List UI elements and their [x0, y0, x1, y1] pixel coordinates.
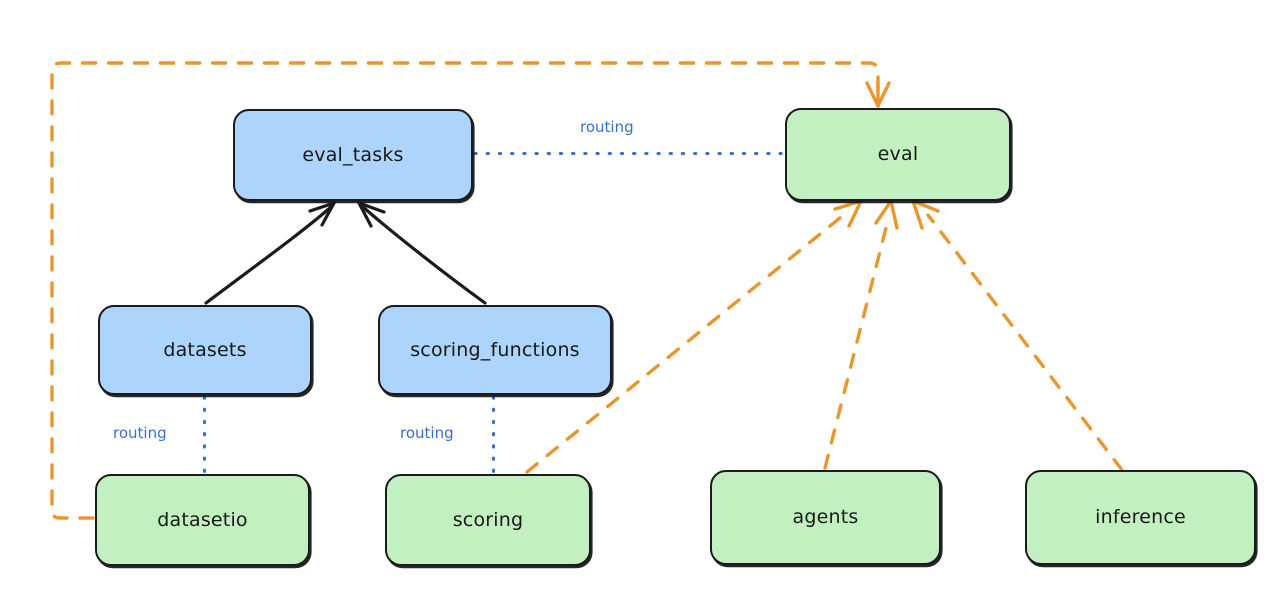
edge-label-routing-datasets-datasetio: routing [113, 424, 167, 442]
node-label: scoring_functions [410, 338, 580, 361]
node-label: agents [792, 506, 859, 528]
node-scoring[interactable]: scoring [385, 474, 591, 566]
node-inference[interactable]: inference [1025, 470, 1256, 565]
node-label: datasetio [157, 508, 248, 531]
node-agents[interactable]: agents [710, 470, 941, 565]
node-eval[interactable]: eval [785, 108, 1011, 201]
edge-scoring-functions-to-eval-tasks [357, 201, 487, 305]
node-eval-tasks[interactable]: eval_tasks [233, 109, 473, 201]
node-scoring-functions[interactable]: scoring_functions [378, 305, 612, 395]
edge-agents-to-eval [823, 199, 899, 470]
node-label: eval [877, 143, 919, 165]
node-label: datasets [163, 338, 247, 361]
node-datasetio[interactable]: datasetio [95, 474, 310, 566]
node-label: inference [1095, 506, 1186, 528]
node-label: scoring [452, 508, 524, 531]
edge-datasets-to-eval-tasks [204, 201, 336, 305]
edge-label-routing-scoring-functions-scoring: routing [400, 424, 454, 442]
edge-label-routing-eval-tasks-eval: routing [580, 118, 634, 136]
node-label: eval_tasks [302, 143, 404, 166]
node-datasets[interactable]: datasets [98, 305, 312, 395]
edge-inference-to-eval [911, 199, 1124, 472]
